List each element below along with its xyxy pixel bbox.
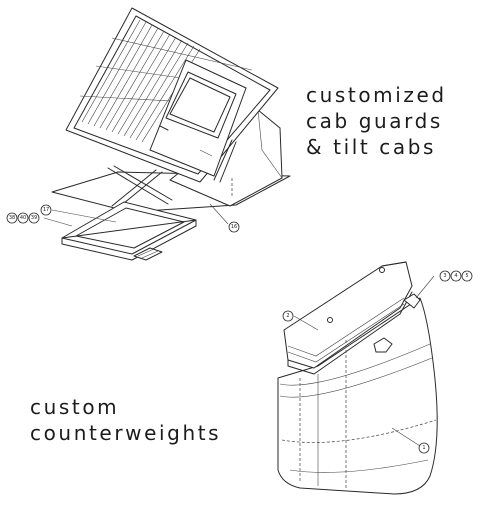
cab-caption-line-3: & tilt cabs	[306, 135, 437, 159]
cab-door	[149, 59, 247, 177]
cab-caption: customized cab guards & tilt cabs	[306, 82, 447, 160]
counterweight-caption-line-2: counterweights	[30, 421, 222, 445]
callout-17: 17	[43, 207, 49, 213]
cab-callouts: 38 40 39 17 16	[6, 204, 240, 233]
cab-caption-line-1: customized	[306, 83, 447, 107]
lifting-hole	[327, 317, 333, 323]
counterweight-callouts: 2 3 4 5 1	[282, 270, 473, 454]
counterweight-caption: custom counterweights	[30, 394, 221, 446]
cab-step	[133, 247, 163, 261]
cab-guard-grille	[79, 19, 253, 143]
callout-16: 16	[231, 224, 237, 230]
tilt-struts	[107, 139, 237, 209]
callout-3: 3	[443, 273, 446, 279]
cab-caption-line-2: cab guards	[306, 109, 443, 133]
callout-4: 4	[454, 273, 457, 279]
lifting-lug	[403, 293, 421, 309]
counterweight-caption-line-1: custom	[30, 395, 120, 419]
lifting-lug	[373, 337, 393, 353]
counterweight-bands	[279, 343, 437, 473]
lifting-hole	[379, 267, 385, 273]
callout-39: 39	[31, 215, 37, 221]
callout-40: 40	[20, 215, 26, 221]
callout-1: 1	[422, 445, 425, 451]
callout-38: 38	[9, 215, 15, 221]
callout-2: 2	[286, 313, 289, 319]
callout-5: 5	[465, 273, 468, 279]
